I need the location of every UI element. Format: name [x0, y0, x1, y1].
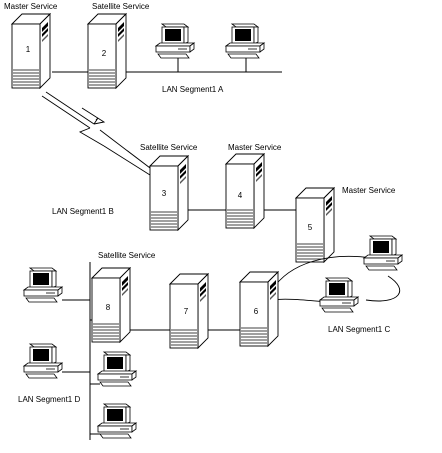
server-2: 2 — [87, 13, 127, 89]
lan-segment-d-label: LAN Segment1 D — [18, 395, 80, 404]
svg-text:6: 6 — [254, 307, 259, 316]
server-5: 5 — [295, 187, 335, 263]
server-4: 4 — [225, 153, 265, 229]
svg-text:5: 5 — [308, 223, 313, 232]
workstation-a2 — [225, 23, 265, 59]
master-service-1-label: Master Service — [4, 2, 58, 11]
master-service-4-label: Master Service — [228, 143, 282, 152]
workstation-c2 — [319, 277, 359, 313]
workstation-d2 — [23, 343, 63, 379]
workstation-d4 — [97, 403, 137, 439]
svg-text:1: 1 — [26, 45, 31, 54]
master-service-5-label: Master Service — [342, 186, 396, 195]
satellite-service-3-label: Satellite Service — [140, 143, 198, 152]
svg-text:8: 8 — [106, 303, 111, 312]
lan-segment-a-label: LAN Segment1 A — [162, 85, 224, 94]
satellite-service-2-label: Satellite Service — [92, 2, 150, 11]
workstation-d3 — [97, 351, 137, 387]
lan-segment-c-label: LAN Segment1 C — [328, 325, 390, 334]
server-6: 6 — [239, 271, 279, 347]
wan-link — [41, 91, 155, 176]
svg-text:2: 2 — [102, 49, 107, 58]
server-8: 8 — [91, 267, 131, 343]
workstation-d1 — [23, 267, 63, 303]
workstation-a1 — [155, 23, 195, 59]
svg-text:3: 3 — [162, 189, 167, 198]
workstation-c1 — [363, 235, 403, 271]
lan-segment-b-label: LAN Segment1 B — [52, 207, 114, 216]
server-3: 3 — [149, 155, 189, 231]
server-7: 7 — [169, 273, 209, 349]
svg-text:7: 7 — [184, 307, 189, 316]
satellite-service-8-label: Satellite Service — [98, 251, 156, 260]
svg-text:4: 4 — [238, 191, 243, 200]
server-1: 1 — [11, 13, 51, 89]
